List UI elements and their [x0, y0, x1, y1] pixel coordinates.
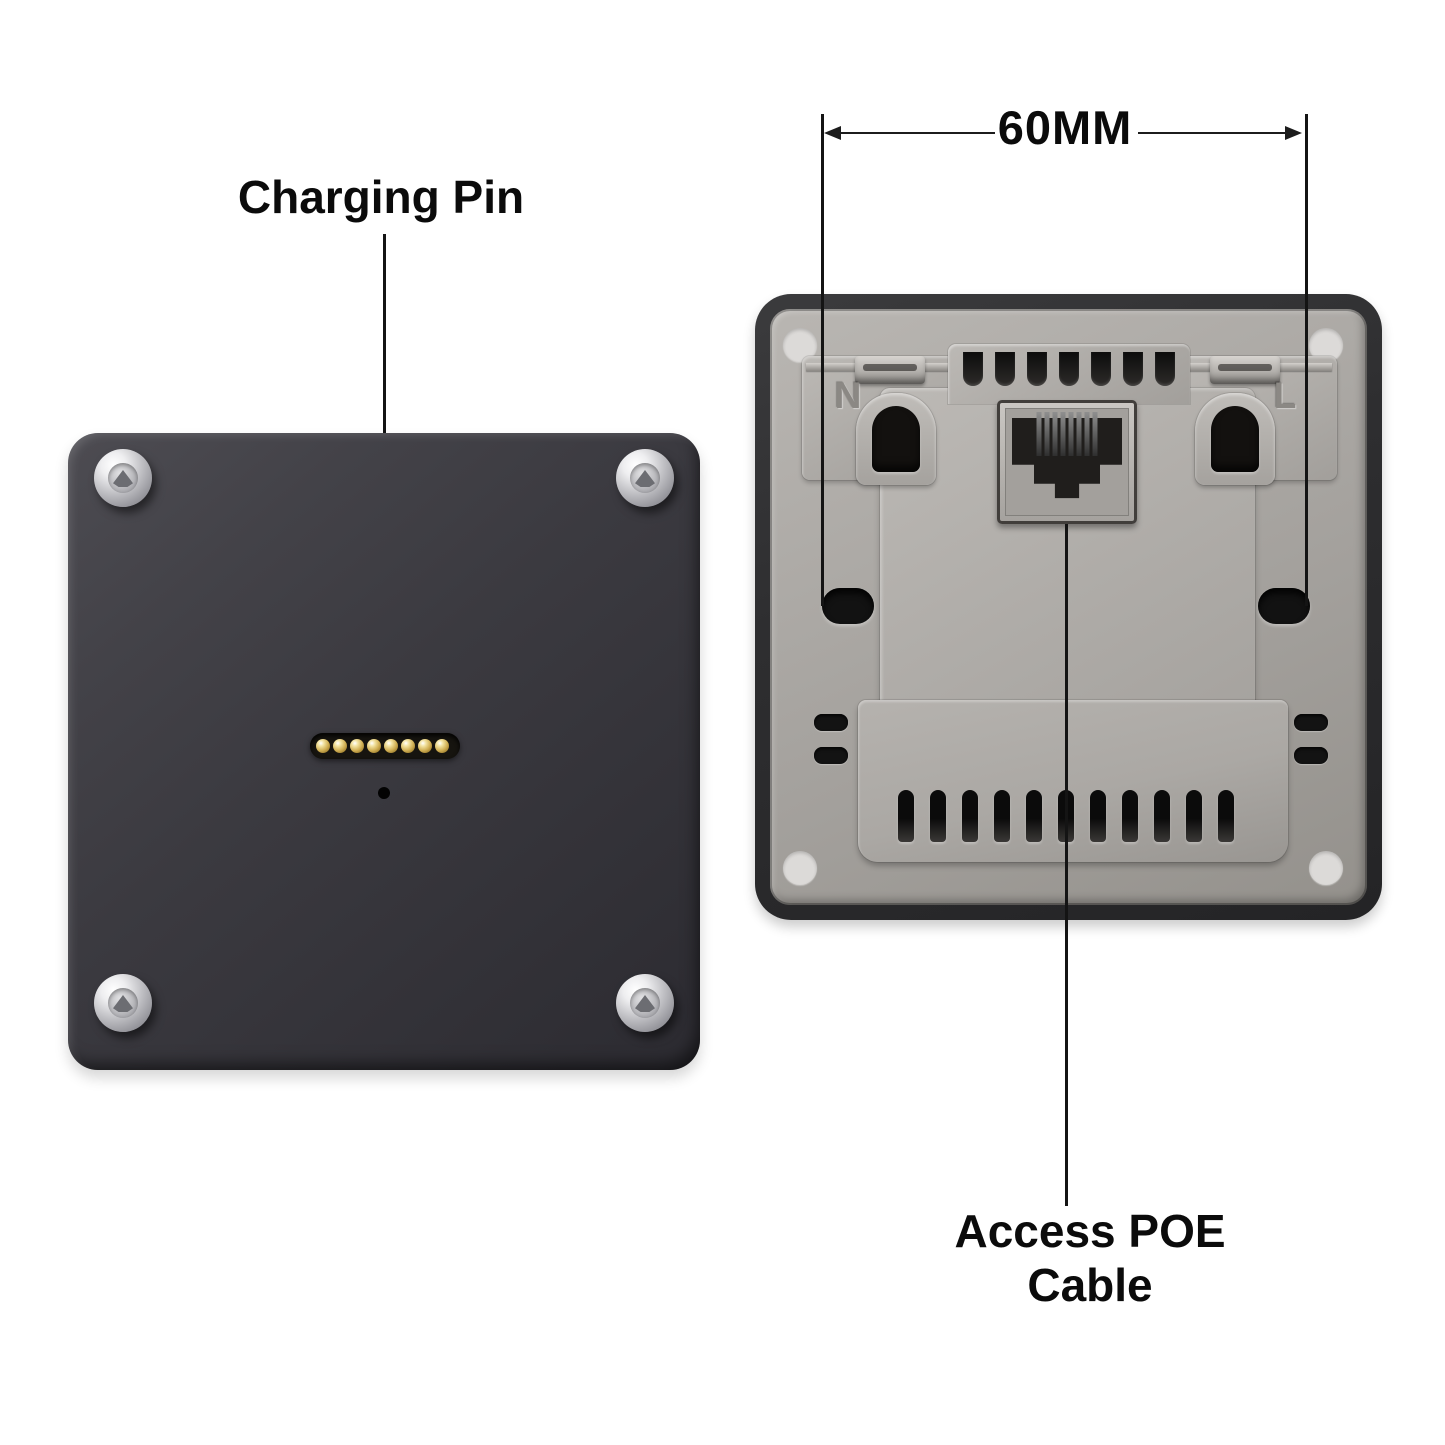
charging-pin	[435, 739, 449, 753]
mounting-slot-left	[822, 588, 874, 624]
vent-slot	[930, 790, 946, 842]
mounting-slot-right	[1258, 588, 1310, 624]
wire-entry-hole	[872, 406, 920, 472]
wire-entry-frame-left	[856, 393, 936, 485]
charging-pin	[316, 739, 330, 753]
dimension-extension-line-right	[1305, 114, 1308, 606]
charging-dock-back-panel	[68, 433, 700, 1070]
rj45-pin	[1076, 412, 1082, 456]
poe-leader-line	[1065, 524, 1068, 1206]
wall-plate-inner-panel: N L	[770, 309, 1367, 905]
mount-screw-hole	[783, 851, 817, 885]
vent-slot	[1122, 790, 1138, 842]
charging-pin-connector	[310, 733, 460, 759]
dimension-arrowhead-right	[1285, 126, 1302, 140]
comb-notch	[995, 352, 1015, 386]
corner-screw	[616, 449, 674, 507]
vent-slot	[1294, 714, 1328, 731]
terminal-label-live: L	[1273, 375, 1297, 416]
vent-slot	[814, 747, 848, 764]
rj45-pin	[1092, 412, 1098, 456]
wire-entry-hole	[1211, 406, 1259, 472]
top-vent-comb	[948, 344, 1190, 404]
vent-slot	[1090, 790, 1106, 842]
vent-slot	[1154, 790, 1170, 842]
rj45-pin	[1068, 412, 1074, 456]
vent-slot	[814, 714, 848, 731]
vent-slot	[962, 790, 978, 842]
wire-entry-frame-right	[1195, 393, 1275, 485]
wall-plate-back-panel: N L	[755, 294, 1382, 920]
wire-clamp-slot	[1218, 364, 1272, 371]
corner-screw	[94, 449, 152, 507]
poe-label: Access POE Cable	[954, 1205, 1226, 1311]
mount-screw-hole	[1309, 851, 1343, 885]
comb-notch	[1155, 352, 1175, 386]
vent-slot	[1186, 790, 1202, 842]
comb-notch	[1059, 352, 1079, 386]
vent-slot	[1026, 790, 1042, 842]
rj45-pin-row	[1036, 412, 1098, 456]
charging-pin-label: Charging Pin	[237, 171, 525, 223]
terminal-label-neutral: N	[834, 375, 862, 416]
dimension-arrow-line-left	[830, 132, 995, 134]
corner-screw	[94, 974, 152, 1032]
dimension-extension-line-left	[821, 114, 824, 606]
comb-notch	[1123, 352, 1143, 386]
wire-clamp-slot	[863, 364, 917, 371]
alignment-hole	[378, 787, 390, 799]
wire-clamp-right	[1210, 356, 1280, 384]
rj45-pin	[1044, 412, 1050, 456]
charging-pin	[384, 739, 398, 753]
vent-slot	[1218, 790, 1234, 842]
charging-pin	[401, 739, 415, 753]
charging-pin	[350, 739, 364, 753]
vent-slot	[1294, 747, 1328, 764]
rj45-pin	[1036, 412, 1042, 456]
side-vents-left	[814, 714, 848, 764]
vent-slot	[898, 790, 914, 842]
rj45-port	[997, 400, 1137, 524]
comb-notch	[963, 352, 983, 386]
comb-notch	[1091, 352, 1111, 386]
rj45-pin	[1052, 412, 1058, 456]
rj45-pin	[1060, 412, 1066, 456]
wire-clamp-left	[855, 356, 925, 384]
dimension-label: 60MM	[997, 101, 1133, 154]
charging-pin	[418, 739, 432, 753]
dimension-arrowhead-left	[824, 126, 841, 140]
vent-slot	[994, 790, 1010, 842]
corner-screw	[616, 974, 674, 1032]
dimension-arrow-line-right	[1138, 132, 1298, 134]
charging-pin	[367, 739, 381, 753]
side-vents-right	[1294, 714, 1328, 764]
comb-notch	[1027, 352, 1047, 386]
rj45-pin	[1084, 412, 1090, 456]
rj45-port-inner	[1005, 408, 1129, 516]
charging-pin	[333, 739, 347, 753]
